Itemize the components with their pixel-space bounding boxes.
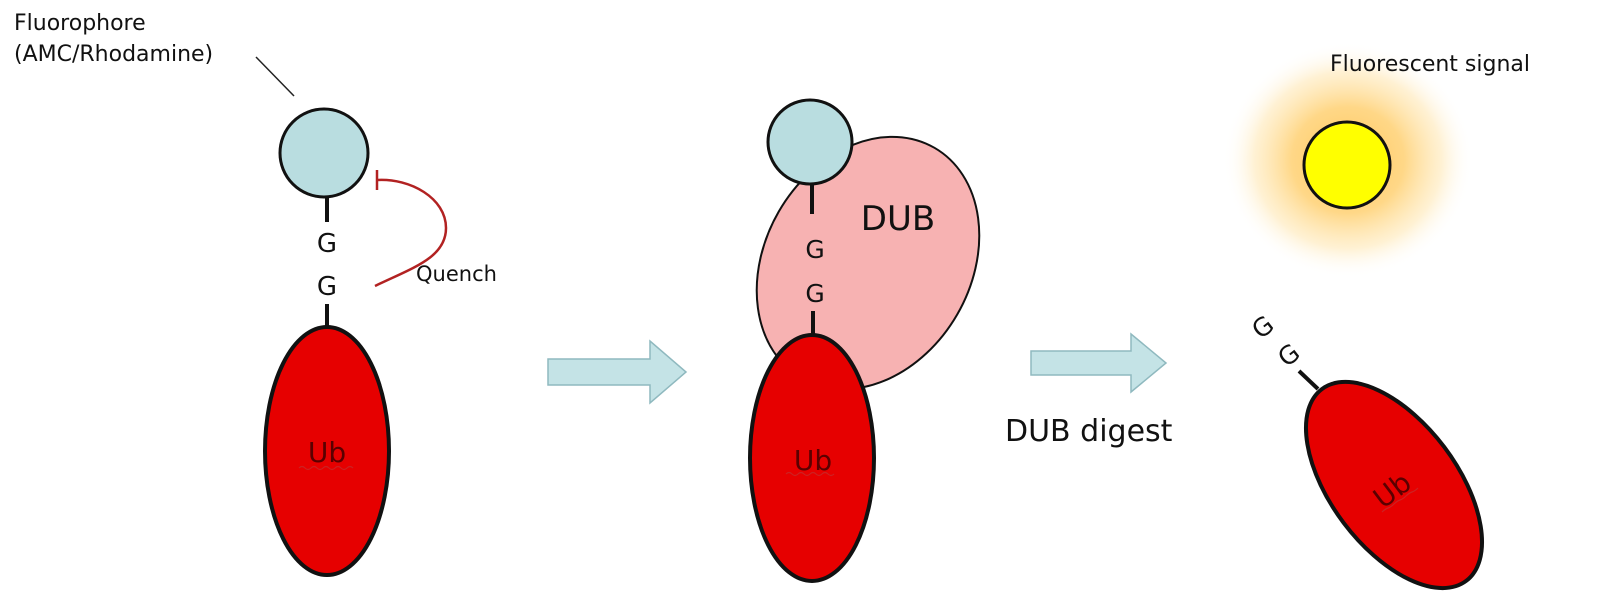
quench-label: Quench: [416, 262, 497, 286]
glycine-label: G: [805, 235, 824, 264]
fluorophore-label-line2: (AMC/Rhodamine): [14, 42, 213, 67]
spellcheck-underline: [1381, 487, 1419, 513]
spellcheck-underline: [785, 471, 835, 477]
glycine-label: G: [1272, 338, 1305, 373]
spellcheck-underline: [298, 465, 354, 471]
substrate-dub-bound: G G DUB Ub: [748, 98, 981, 583]
fluorophore-leader-line: [255, 56, 295, 97]
block-arrow-right-icon: [547, 339, 688, 405]
dub-label: DUB: [861, 199, 935, 239]
ubiquitin-ellipse: [748, 333, 876, 583]
ubiquitin-label: Ub: [308, 436, 346, 469]
ubiquitin-ellipse: [263, 325, 391, 577]
fluorophore-circle: [278, 107, 370, 199]
free-fluorophore-circle: [1302, 120, 1392, 210]
cleaved-products: Fluorescent signal G G Ub: [1223, 42, 1530, 591]
fluorophore-label-line1: Fluorophore: [14, 11, 146, 36]
linker: [1297, 369, 1320, 391]
quench-inhibition-icon: [374, 170, 448, 288]
dub-enzyme-ellipse: [755, 135, 981, 391]
ubiquitin-ellipse: [1303, 379, 1485, 591]
block-arrow-right-icon: [1030, 332, 1168, 394]
glycine-label: G: [317, 229, 337, 259]
substrate-quenched: Fluorophore (AMC/Rhodamine) G G Ub Quenc…: [14, 11, 497, 577]
glycine-label: G: [805, 279, 824, 308]
fluorophore-circle: [766, 98, 854, 186]
glycine-label: G: [317, 272, 337, 302]
fluorescent-signal-label: Fluorescent signal: [1330, 52, 1530, 77]
glycine-label: G: [1246, 310, 1279, 345]
ubiquitin-label: Ub: [794, 444, 832, 477]
dub-digest-label: DUB digest: [1005, 414, 1173, 449]
